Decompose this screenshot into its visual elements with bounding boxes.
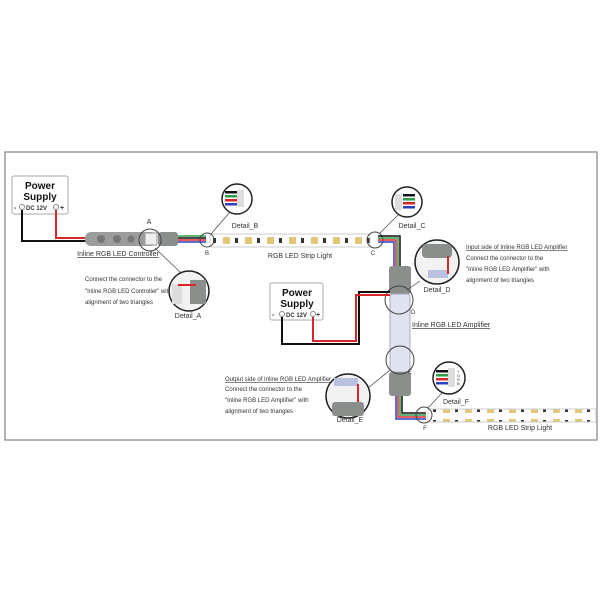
controller-note: Connect the connector to the [85,277,163,283]
power-supply-1: Power Supply - DC 12V + [11,175,69,215]
strip-1-label: RGB LED Strip Light [268,253,332,260]
red-wire [55,210,86,239]
detail-b-circle [221,183,253,215]
terminal-icon [279,311,285,317]
detail-f-label: Detail_F [443,399,469,406]
input-note-line: Connect the connector to the [466,256,544,262]
marker-f-circle [415,406,433,424]
output-note-title: Output side of Inline RGB LED Amplifier [225,377,331,383]
black-wire [281,291,390,345]
black-wire [21,210,86,242]
power-supply-title: Supply [23,192,57,203]
marker-a-circle [138,228,162,252]
input-note-line: alignment of two triangles [466,278,534,284]
rgb-led-strip-1 [209,233,371,248]
amplifier-label: Inline RGB LED Amplifier [412,322,491,329]
inline-rgb-led-amplifier [389,266,411,396]
power-supply-title: Supply [280,299,314,310]
red-wire [312,294,390,342]
controller-label: Inline RGB LED Controller [77,251,159,258]
marker-c: C [371,251,376,257]
marker-f: F [423,426,427,432]
output-note-line: alignment of two triangles [225,409,293,415]
output-note-line: "Inline RGB LED Amplifier" with [225,398,309,404]
detail-c-circle [391,186,423,218]
pin-label: R [457,377,460,382]
plus-terminal-label: + [60,205,64,212]
controller-note: alignment of two triangles [85,300,153,306]
plus-terminal-label: + [316,312,320,319]
marker-b: B [205,251,209,257]
marker-e-circle [385,345,415,375]
detail-a-circle [168,270,210,312]
terminal-icon [53,204,59,210]
marker-a: A [147,219,152,226]
detail-d-label: Detail_D [424,287,451,294]
marker-e: E [408,370,412,376]
terminal-icon [310,311,316,317]
minus-terminal-label: - [272,312,275,319]
detail-a-label: Detail_A [175,313,202,320]
detail-e-label: Detail_E [337,417,364,424]
pin-label: G [457,373,460,378]
power-supply-title: Power [282,288,312,299]
input-note-title: Input side of Inline RGB LED Amplifier [466,245,567,251]
pin-label: B [457,381,460,386]
power-supply-title: Power [25,181,55,192]
terminal-icon [19,204,25,210]
marker-b-circle [199,232,215,248]
input-note-line: "Inline RGB LED Amplifier" with [466,267,550,273]
minus-terminal-label: - [14,205,17,212]
inline-rgb-led-controller [85,232,178,246]
detail-e-circle [325,373,371,419]
marker-d-circle [384,285,414,315]
voltage-label: DC 12V [286,313,307,319]
detail-f-circle: + G R B [432,361,466,395]
voltage-label: DC 12V [26,206,47,212]
output-note-line: Connect the connector to the [225,387,303,393]
strip-2-label: RGB LED Strip Light [488,425,552,432]
rgb-led-strip-2 [427,408,597,423]
marker-d: D [411,310,416,316]
detail-c-label: Detail_C [399,223,426,230]
pin-label: + [457,369,460,374]
power-supply-2: Power Supply - DC 12V + [269,282,324,321]
detail-d-circle [414,239,460,285]
controller-note: "Inline RGB LED Controller" with [85,289,172,295]
detail-b-label: Detail_B [232,223,259,230]
